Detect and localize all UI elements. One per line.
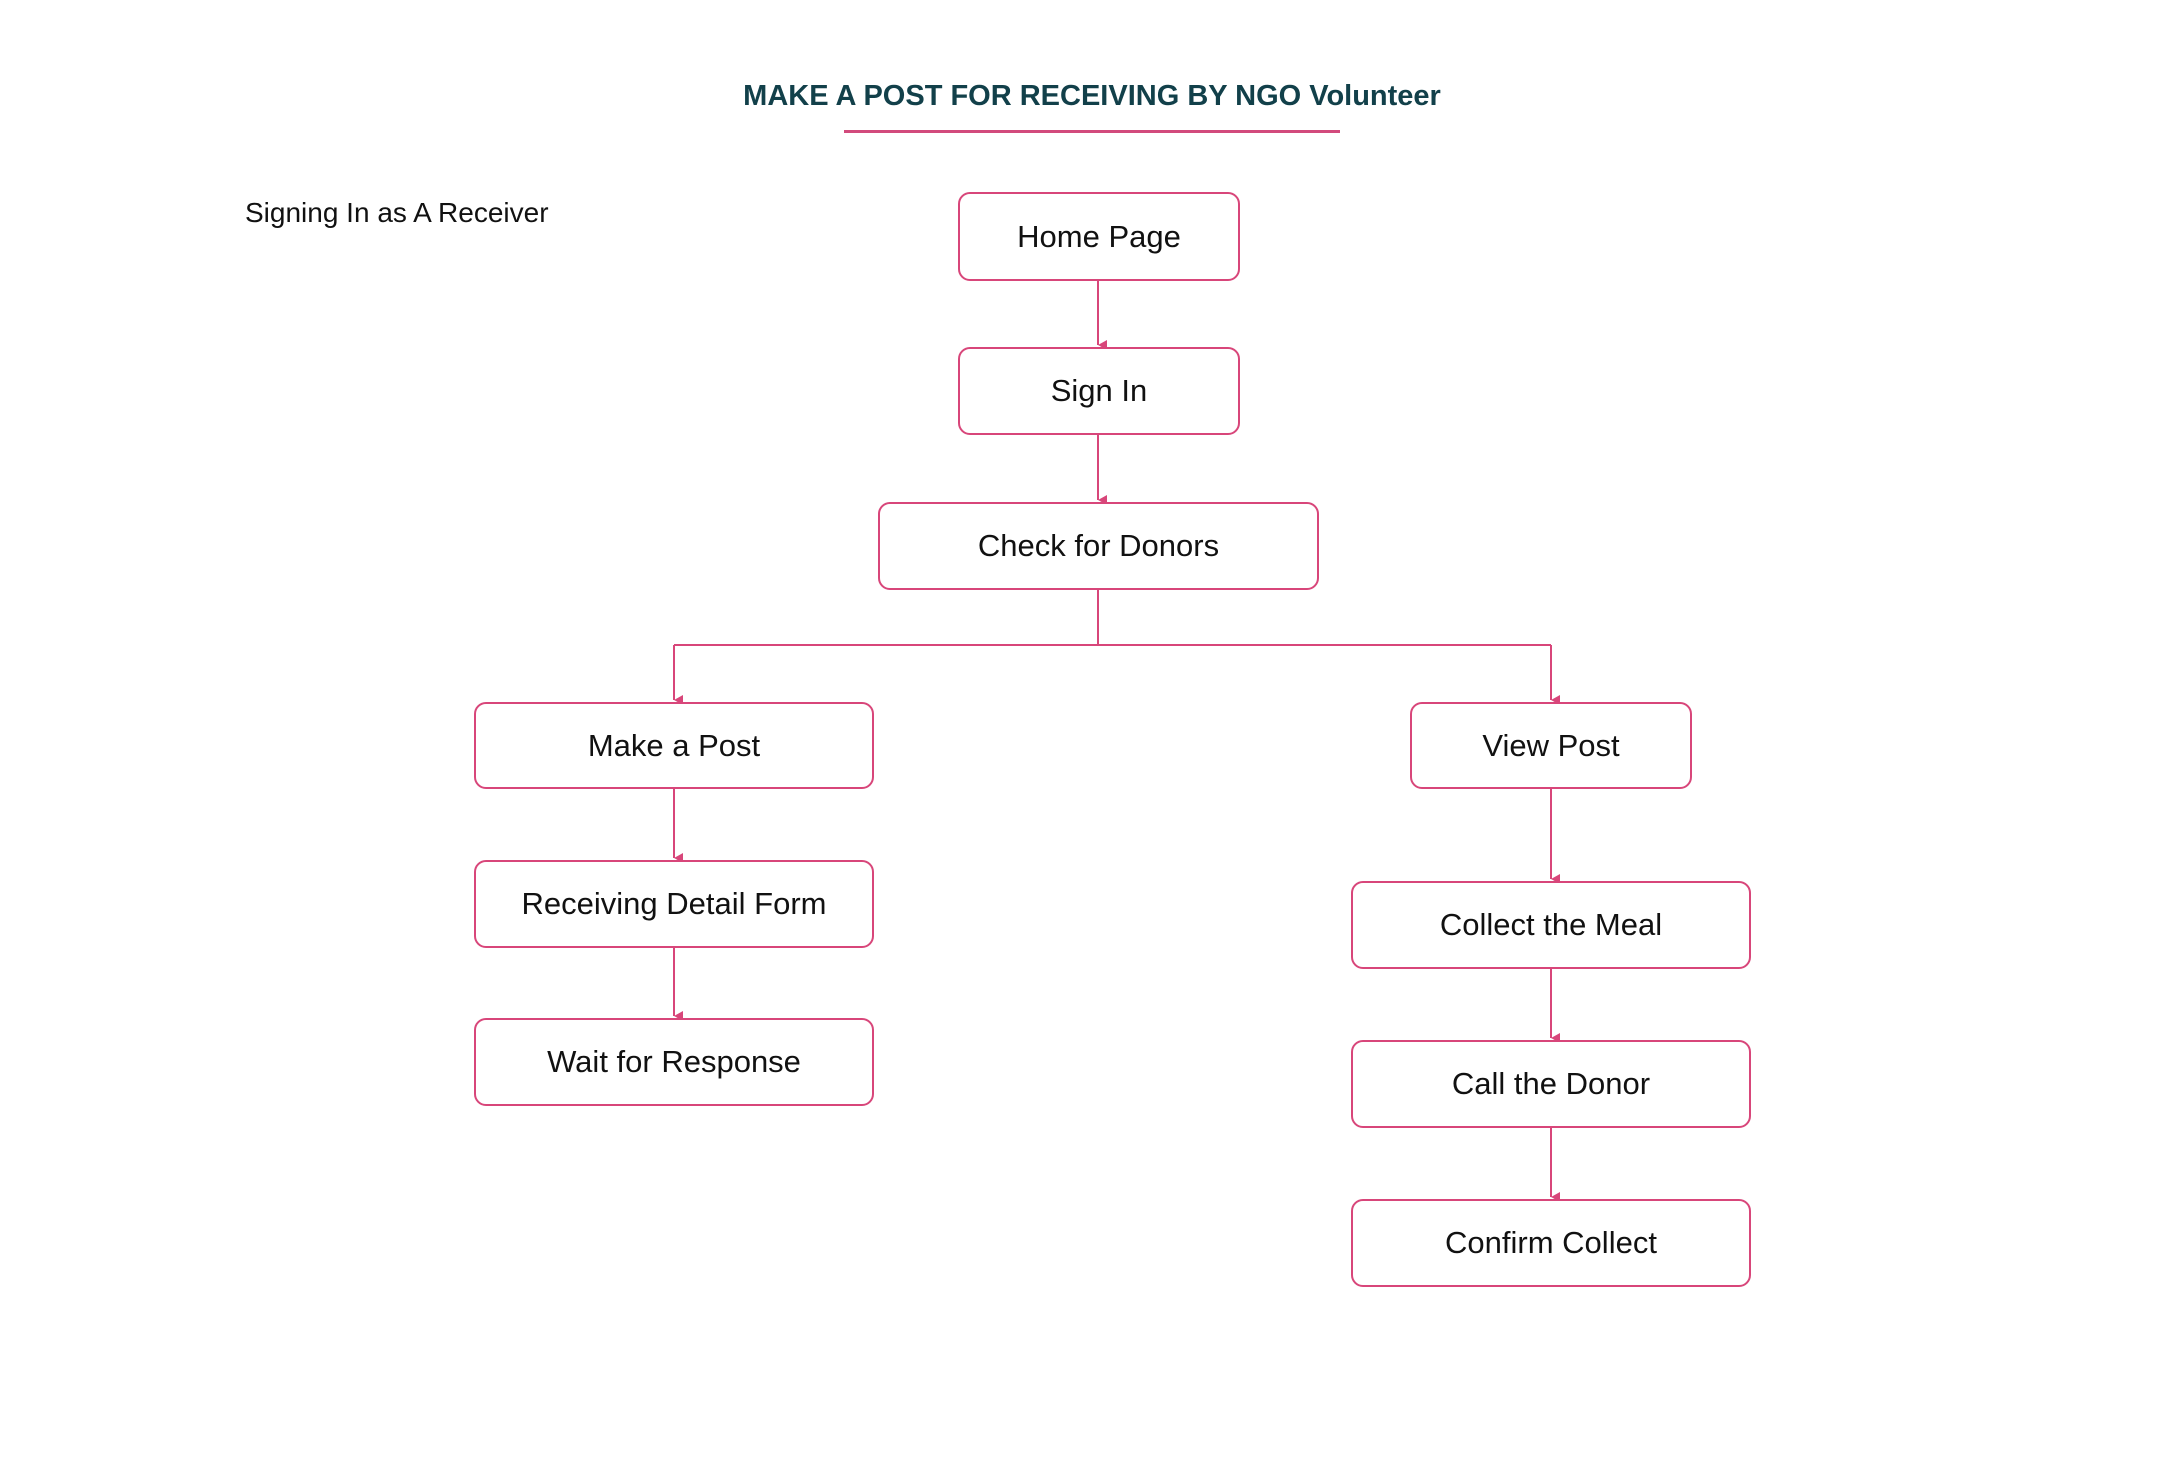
node-collect-the-meal: Collect the Meal [1351, 881, 1751, 969]
node-call-the-donor: Call the Donor [1351, 1040, 1751, 1128]
node-view-post: View Post [1410, 702, 1692, 789]
node-home-page: Home Page [958, 192, 1240, 281]
node-receiving-detail-form: Receiving Detail Form [474, 860, 874, 948]
node-confirm-collect: Confirm Collect [1351, 1199, 1751, 1287]
diagram-title: MAKE A POST FOR RECEIVING BY NGO Volunte… [743, 80, 1441, 112]
context-label: Signing In as A Receiver [245, 197, 549, 228]
node-wait-for-response: Wait for Response [474, 1018, 874, 1106]
node-make-a-post: Make a Post [474, 702, 874, 789]
title-underline [844, 130, 1340, 133]
node-check-for-donors: Check for Donors [878, 502, 1319, 590]
node-sign-in: Sign In [958, 347, 1240, 435]
